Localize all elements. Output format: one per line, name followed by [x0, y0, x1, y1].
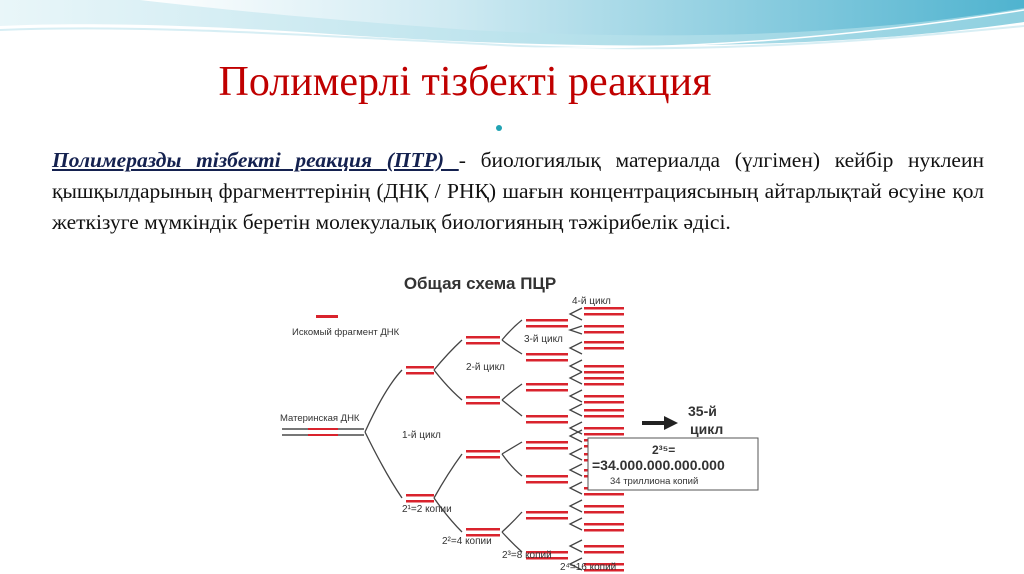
diagram-title: Общая схема ПЦР — [404, 274, 556, 293]
maternal-dna-strand — [282, 428, 364, 436]
arrow-right-icon — [642, 416, 678, 430]
definition-paragraph: Полимеразды тізбекті реакция (ПТР) - био… — [52, 145, 984, 238]
cycle35-line2: цикл — [690, 421, 723, 437]
cycle4-label: 4-й цикл — [572, 296, 611, 307]
result-caption: 34 триллиона копий — [610, 476, 698, 487]
result-power: 2³⁵= — [652, 443, 675, 457]
bullet-dot — [496, 125, 502, 131]
cycle2-products — [466, 336, 500, 537]
cycle3-products — [526, 319, 568, 560]
pcr-diagram: Общая схема ПЦР Искомый фрагмент ДНК Мат… — [280, 274, 759, 573]
cycle1-label: 1-й цикл — [402, 430, 441, 441]
cycle1-products — [406, 366, 434, 503]
branch-lines — [364, 307, 583, 571]
maternal-dna-label: Материнская ДНК — [280, 413, 360, 424]
result-box — [587, 437, 759, 491]
legend-fragment-icon — [316, 315, 338, 318]
copies-8-label: 2³=8 копий — [502, 550, 552, 561]
copies-16-label: 2⁴=16 копий — [560, 562, 616, 573]
legend-label: Искомый фрагмент ДНК — [292, 327, 400, 338]
copies-4-label: 2²=4 копии — [442, 536, 492, 547]
cycle35-line1: 35-й — [688, 403, 717, 419]
definition-text: - биологиялық материалда (үлгімен) кейбі… — [52, 148, 984, 234]
copies-2-label: 2¹=2 копии — [402, 504, 452, 515]
slide-title: Полимерлі тізбекті реакция — [218, 59, 712, 105]
cycle2-label: 2-й цикл — [466, 362, 505, 373]
cycle3-label: 3-й цикл — [524, 334, 563, 345]
result-number: =34.000.000.000.000 — [592, 457, 725, 473]
definition-term: Полимеразды тізбекті реакция (ПТР) — [52, 148, 459, 172]
